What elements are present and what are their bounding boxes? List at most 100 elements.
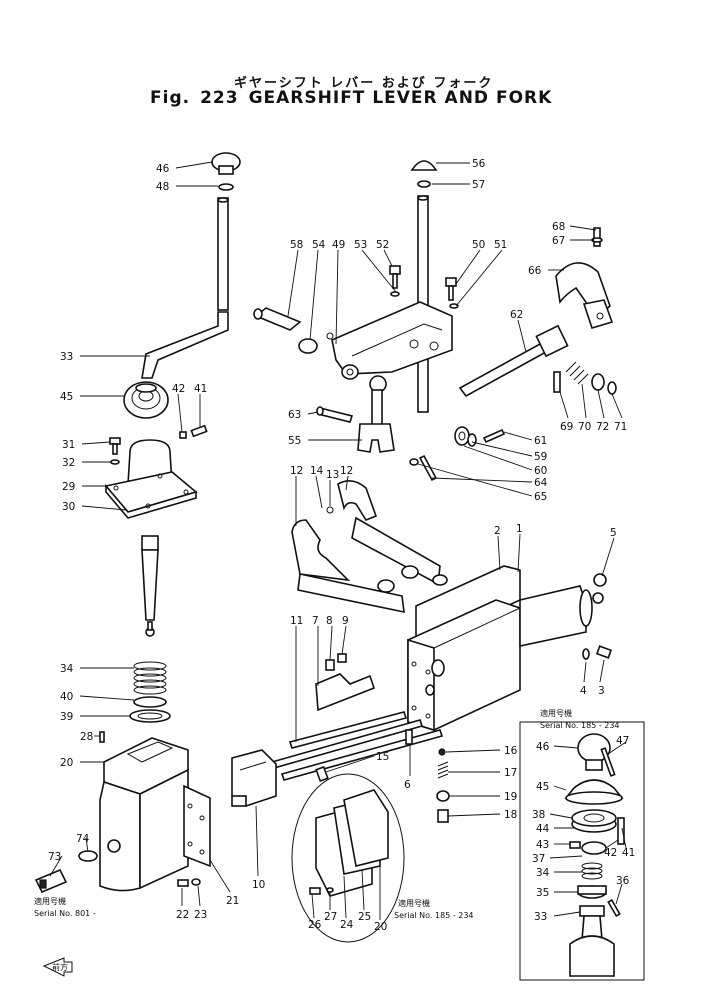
shift-lever-rod xyxy=(217,197,229,311)
bolt-63 xyxy=(316,406,354,423)
leader-lines xyxy=(49,161,627,920)
note-left-serial: Serial No. 801 - xyxy=(34,909,96,918)
front-arrow-stamp: 前方 xyxy=(42,957,73,977)
callout-68: 68 xyxy=(552,221,565,233)
callout-56: 56 xyxy=(472,158,486,170)
detent-69-72 xyxy=(553,361,617,395)
callout-inset-41: 41 xyxy=(622,847,635,859)
callout-inset-34: 34 xyxy=(536,867,550,879)
bolt-52-53 xyxy=(389,265,401,297)
callout-22: 22 xyxy=(176,909,189,921)
callout-61: 61 xyxy=(534,435,547,447)
lever-bracket xyxy=(104,439,198,519)
fig-number: 223 xyxy=(200,88,239,108)
callout-62: 62 xyxy=(510,309,523,321)
callout-14: 14 xyxy=(310,465,324,477)
callout-13: 13 xyxy=(326,469,339,481)
callout-inset-43: 43 xyxy=(536,839,549,851)
title-english: GEARSHIFT LEVER AND FORK xyxy=(248,88,553,108)
callout-20-left: 20 xyxy=(60,757,73,769)
callout-59: 59 xyxy=(534,451,547,463)
callout-5: 5 xyxy=(610,527,617,539)
callout-29: 29 xyxy=(62,481,75,493)
callout-50: 50 xyxy=(472,239,485,251)
callout-66: 66 xyxy=(528,265,542,277)
detent-16-19 xyxy=(436,748,450,823)
callout-53: 53 xyxy=(354,239,367,251)
callout-inset-38: 38 xyxy=(532,809,545,821)
callout-17: 17 xyxy=(504,767,517,779)
pins-15-6 xyxy=(315,729,413,783)
callout-46: 46 xyxy=(156,163,170,175)
callout-52: 52 xyxy=(376,239,389,251)
note-middle-serial: Serial No. 185 - 234 xyxy=(394,911,474,920)
callout-32: 32 xyxy=(62,457,75,469)
callout-inset-36: 36 xyxy=(616,875,630,887)
callout-1: 1 xyxy=(516,523,523,535)
callout-inset-33: 33 xyxy=(534,911,547,923)
lever-boot xyxy=(123,381,169,419)
pivot-block-55 xyxy=(357,375,395,453)
inset-boot-45 xyxy=(564,779,624,805)
callout-54: 54 xyxy=(312,239,326,251)
lever-housing xyxy=(99,731,189,892)
bushing-54 xyxy=(298,338,359,380)
callout-23: 23 xyxy=(194,909,207,921)
callout-labels: 46 48 56 57 68 67 58 54 49 53 52 50 51 6… xyxy=(48,158,635,933)
interlock-plate-7 xyxy=(315,653,375,712)
shift-rod-62 xyxy=(458,324,569,398)
callout-65: 65 xyxy=(534,491,547,503)
callout-73: 73 xyxy=(48,851,61,863)
note-left-jp: 適用号機 xyxy=(34,896,66,906)
bolt-31-32 xyxy=(109,437,121,465)
inset-bolts xyxy=(569,817,625,855)
inset-knob-46 xyxy=(577,733,616,777)
callout-16: 16 xyxy=(504,745,518,757)
inset-lever-33 xyxy=(569,898,621,977)
callout-71: 71 xyxy=(614,421,627,433)
callout-51: 51 xyxy=(494,239,507,251)
callout-72: 72 xyxy=(596,421,609,433)
shift-knob-left xyxy=(211,152,241,191)
note-inset-serial: Serial No. 185 - 234 xyxy=(540,721,620,730)
callout-15: 15 xyxy=(376,751,389,763)
inner-lever xyxy=(141,535,159,637)
callout-39: 39 xyxy=(60,711,73,723)
callout-8: 8 xyxy=(326,615,333,627)
bolt-50-51 xyxy=(445,277,459,309)
callout-6: 6 xyxy=(404,779,411,791)
callout-25: 25 xyxy=(358,911,371,923)
spring-34 xyxy=(133,661,167,695)
shaft-58 xyxy=(253,307,302,331)
callout-33: 33 xyxy=(60,351,73,363)
inset-seat-35 xyxy=(577,885,607,899)
inset-ring-38 xyxy=(571,809,617,833)
callout-48: 48 xyxy=(156,181,169,193)
note-middle-jp: 適用号機 xyxy=(398,898,430,908)
callout-21: 21 xyxy=(226,895,239,907)
callout-41: 41 xyxy=(194,383,207,395)
callout-inset-37: 37 xyxy=(532,853,545,865)
callout-2: 2 xyxy=(494,525,501,537)
callout-49: 49 xyxy=(332,239,345,251)
inset-frame xyxy=(519,721,645,981)
pin-61 xyxy=(482,428,506,444)
note-inset-jp: 適用号機 xyxy=(540,708,572,718)
callout-45: 45 xyxy=(60,391,73,403)
shift-case-1-2 xyxy=(407,565,593,732)
title-japanese: ギヤーシフト レバー および フォーク xyxy=(234,76,494,91)
rings-40-39 xyxy=(129,696,171,723)
callout-42: 42 xyxy=(172,383,185,395)
pin-67-68 xyxy=(591,227,603,247)
shift-block-10 xyxy=(231,749,277,807)
callout-26: 26 xyxy=(308,919,322,931)
callout-9: 9 xyxy=(342,615,349,627)
callout-inset-47: 47 xyxy=(616,735,629,747)
lever-bolt-42-41 xyxy=(179,424,208,439)
callout-inset-35: 35 xyxy=(536,887,549,899)
callout-24: 24 xyxy=(340,919,354,931)
callout-63: 63 xyxy=(288,409,301,421)
fork-block-pins xyxy=(377,565,448,593)
callout-12-left: 12 xyxy=(290,465,303,477)
